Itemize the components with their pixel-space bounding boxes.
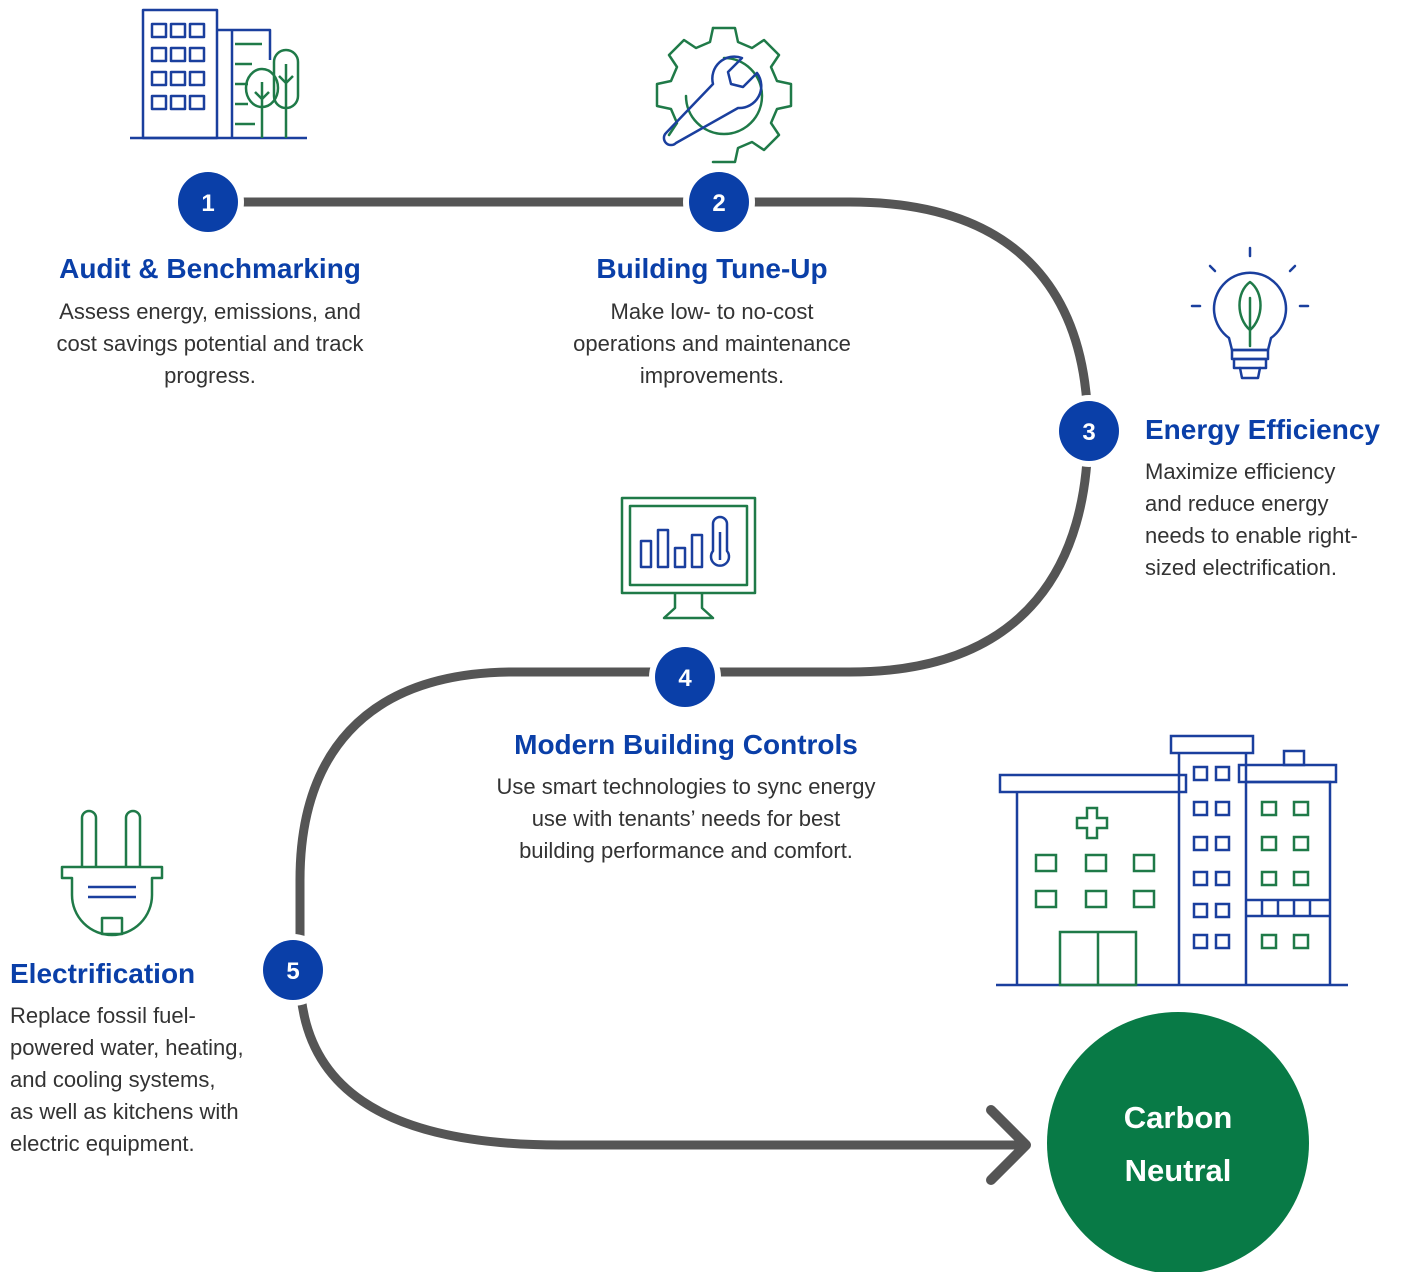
step-2-line: improvements.	[639, 363, 785, 388]
step-3-line: Maximize efficiency	[1145, 459, 1336, 484]
step-description-5: Replace fossil fuel- powered water, heat…	[10, 1000, 244, 1160]
hospital-building-icon	[996, 734, 1348, 987]
step-1-line: cost savings potential and track	[56, 331, 364, 356]
step-4-line: use with tenants’ needs for best	[531, 806, 841, 831]
step-title-4: Modern Building Controls	[514, 729, 858, 760]
carbon-neutral-goal: Carbon Neutral	[1047, 1012, 1309, 1272]
step-badge-1: 1	[172, 166, 244, 238]
step-badge-5: 5	[257, 934, 329, 1006]
step-3-line: sized electrification.	[1145, 555, 1337, 580]
office-building-trees-icon	[130, 8, 307, 140]
step-number-1: 1	[201, 190, 214, 217]
goal-line-2: Neutral	[1125, 1153, 1232, 1188]
step-description-2: Make low- to no-cost operations and main…	[573, 296, 851, 392]
step-number-3: 3	[1082, 419, 1095, 446]
step-5-line: Replace fossil fuel-	[10, 1003, 196, 1028]
step-title-5: Electrification	[10, 958, 196, 989]
step-description-4: Use smart technologies to sync energy us…	[496, 771, 875, 867]
arrowhead	[986, 1105, 1031, 1185]
step-5-line: and cooling systems,	[10, 1067, 216, 1092]
step-badge-3: 3	[1053, 395, 1125, 467]
step-badge-4: 4	[649, 641, 721, 713]
roadmap-path	[203, 197, 1093, 1150]
step-badge-2: 2	[683, 166, 755, 238]
step-4-line: building performance and comfort.	[519, 838, 853, 863]
step-title-3: Energy Efficiency	[1145, 414, 1380, 445]
step-number-2: 2	[712, 190, 725, 217]
electric-plug-icon	[60, 809, 164, 937]
step-4-line: Use smart technologies to sync energy	[496, 774, 876, 799]
step-description-3: Maximize efficiency and reduce energy ne…	[1145, 456, 1358, 584]
step-5-line: as well as kitchens with	[10, 1099, 239, 1124]
gear-wrench-icon	[655, 26, 793, 164]
step-description-1: Assess energy, emissions, and cost savin…	[57, 296, 364, 392]
step-title-1: Audit & Benchmarking	[59, 253, 361, 284]
step-5-line: powered water, heating,	[10, 1035, 244, 1060]
step-number-4: 4	[678, 665, 692, 692]
monitor-chart-thermometer-icon	[620, 496, 757, 620]
step-number-5: 5	[286, 958, 299, 985]
step-3-line: and reduce energy	[1145, 491, 1329, 516]
step-1-line: Assess energy, emissions, and	[59, 299, 361, 324]
step-2-line: Make low- to no-cost	[610, 299, 814, 324]
step-5-line: electric equipment.	[10, 1131, 195, 1156]
step-1-line: progress.	[164, 363, 256, 388]
goal-line-1: Carbon	[1124, 1100, 1233, 1135]
step-3-line: needs to enable right-	[1145, 523, 1358, 548]
step-2-line: operations and maintenance	[573, 331, 851, 356]
lightbulb-leaf-icon	[1190, 246, 1310, 380]
step-title-2: Building Tune-Up	[596, 253, 828, 284]
